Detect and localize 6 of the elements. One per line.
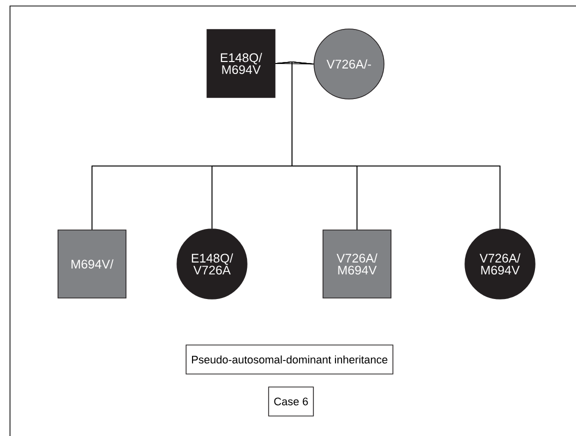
pedigree-square: V726A/ M694V	[322, 230, 392, 298]
caption-box: Pseudo-autosomal-dominant inheritance	[186, 344, 394, 374]
pedigree-line	[275, 63, 314, 64]
case-label-box: Case 6	[268, 386, 314, 416]
pedigree-square: E148Q/ M694V	[206, 29, 276, 98]
pedigree-square: M694V/	[58, 230, 126, 298]
